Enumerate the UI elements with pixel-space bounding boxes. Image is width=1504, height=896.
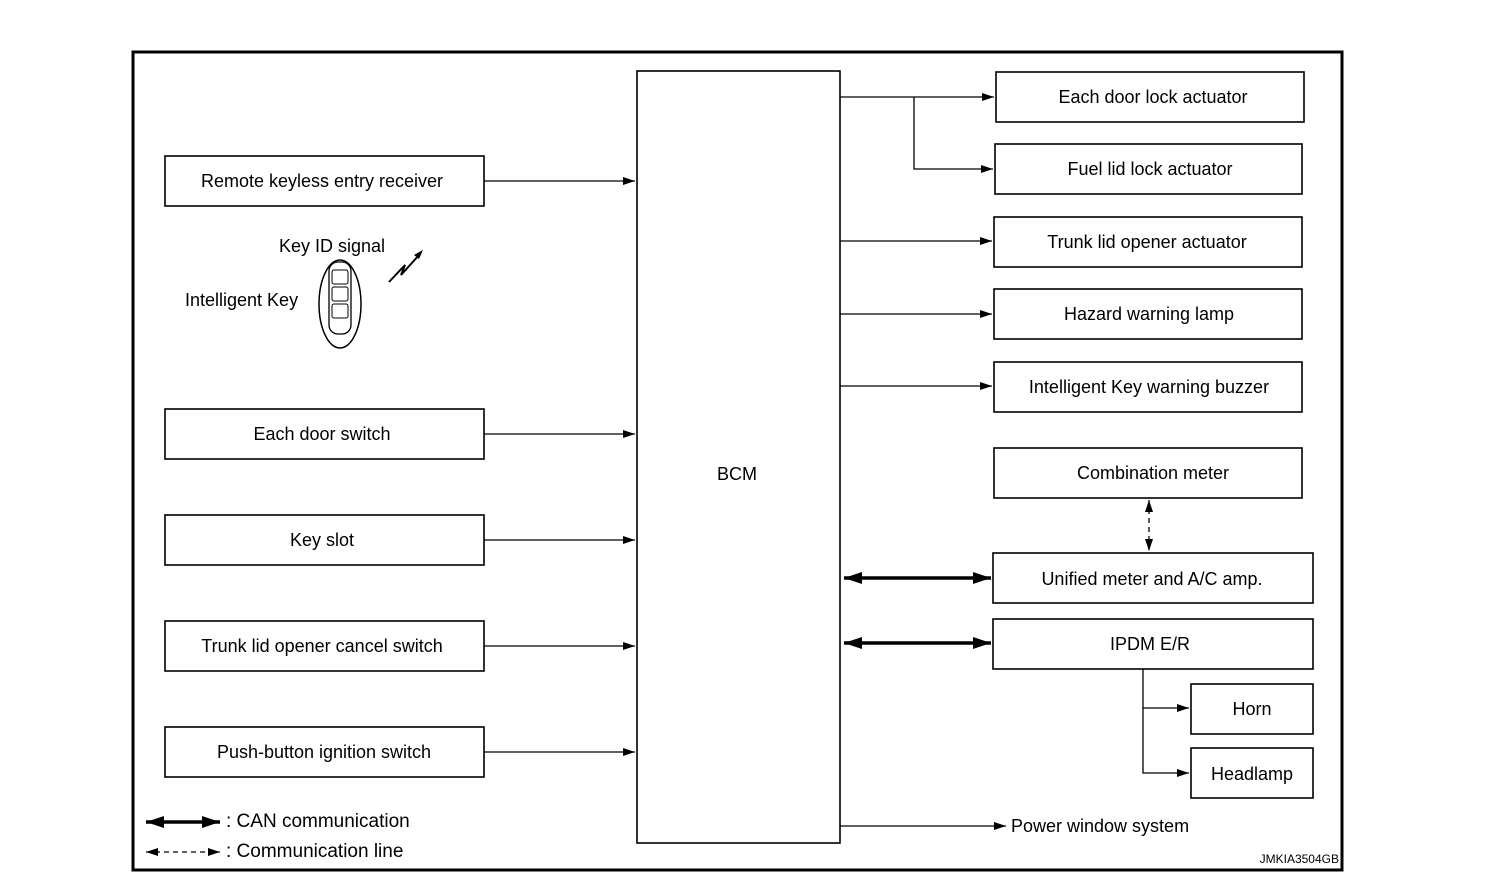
horn-box: Horn (1190, 683, 1314, 735)
unified-meter-ac-amp-box: Unified meter and A/C amp. (992, 552, 1314, 604)
intelligent-key-label: Intelligent Key (185, 290, 298, 310)
arrow-ipdm-to-horn (1142, 669, 1189, 712)
diagram-frame (131, 50, 1344, 872)
hazard-warning-lamp-label: Hazard warning lamp (1064, 304, 1234, 324)
hazard-warning-lamp-box: Hazard warning lamp (993, 288, 1303, 340)
push-button-ignition-switch-label: Push-button ignition switch (217, 742, 431, 762)
power-window-system-label: Power window system (1011, 816, 1189, 836)
intelligent-key-warning-buzzer-label: Intelligent Key warning buzzer (1029, 377, 1269, 397)
remote-keyless-entry-receiver-label: Remote keyless entry receiver (201, 171, 443, 191)
key-slot-box: Key slot (164, 514, 485, 566)
wireless-signal-icon (388, 250, 423, 283)
ipdm-er-label: IPDM E/R (1110, 634, 1190, 654)
ipdm-er-box: IPDM E/R (992, 618, 1314, 670)
arrow-bcm-to-fuel-lid (913, 97, 993, 173)
bcm-block: BCM (636, 70, 841, 844)
key-id-signal-label: Key ID signal (279, 236, 385, 256)
horn-label: Horn (1232, 699, 1271, 719)
trunk-lid-opener-actuator-box: Trunk lid opener actuator (993, 216, 1303, 268)
arrow-ipdm-to-headlamp (1142, 708, 1189, 777)
combination-meter-box: Combination meter (993, 447, 1303, 499)
fuel-lid-lock-actuator-box: Fuel lid lock actuator (994, 143, 1303, 195)
trunk-lid-opener-cancel-switch-label: Trunk lid opener cancel switch (201, 636, 442, 656)
trunk-lid-opener-cancel-switch-box: Trunk lid opener cancel switch (164, 620, 485, 672)
figure-code: JMKIA3504GB (1260, 852, 1339, 866)
headlamp-box: Headlamp (1190, 747, 1314, 799)
fuel-lid-lock-actuator-label: Fuel lid lock actuator (1067, 159, 1232, 179)
intelligent-key-fob-icon (318, 259, 362, 349)
trunk-lid-opener-actuator-label: Trunk lid opener actuator (1047, 232, 1246, 252)
each-door-lock-actuator-box: Each door lock actuator (995, 71, 1305, 123)
unified-meter-ac-amp-label: Unified meter and A/C amp. (1041, 569, 1262, 589)
each-door-lock-actuator-label: Each door lock actuator (1058, 87, 1247, 107)
legend-comm-line-label: : Communication line (226, 841, 403, 862)
each-door-switch-label: Each door switch (253, 424, 390, 444)
key-slot-label: Key slot (290, 530, 354, 550)
bcm-label: BCM (717, 464, 757, 484)
combination-meter-label: Combination meter (1077, 463, 1229, 483)
push-button-ignition-switch-box: Push-button ignition switch (164, 726, 485, 778)
headlamp-label: Headlamp (1211, 764, 1293, 784)
each-door-switch-box: Each door switch (164, 408, 485, 460)
legend-can-label: : CAN communication (226, 811, 410, 832)
remote-keyless-entry-receiver-box: Remote keyless entry receiver (164, 155, 485, 207)
intelligent-key-warning-buzzer-box: Intelligent Key warning buzzer (993, 361, 1303, 413)
